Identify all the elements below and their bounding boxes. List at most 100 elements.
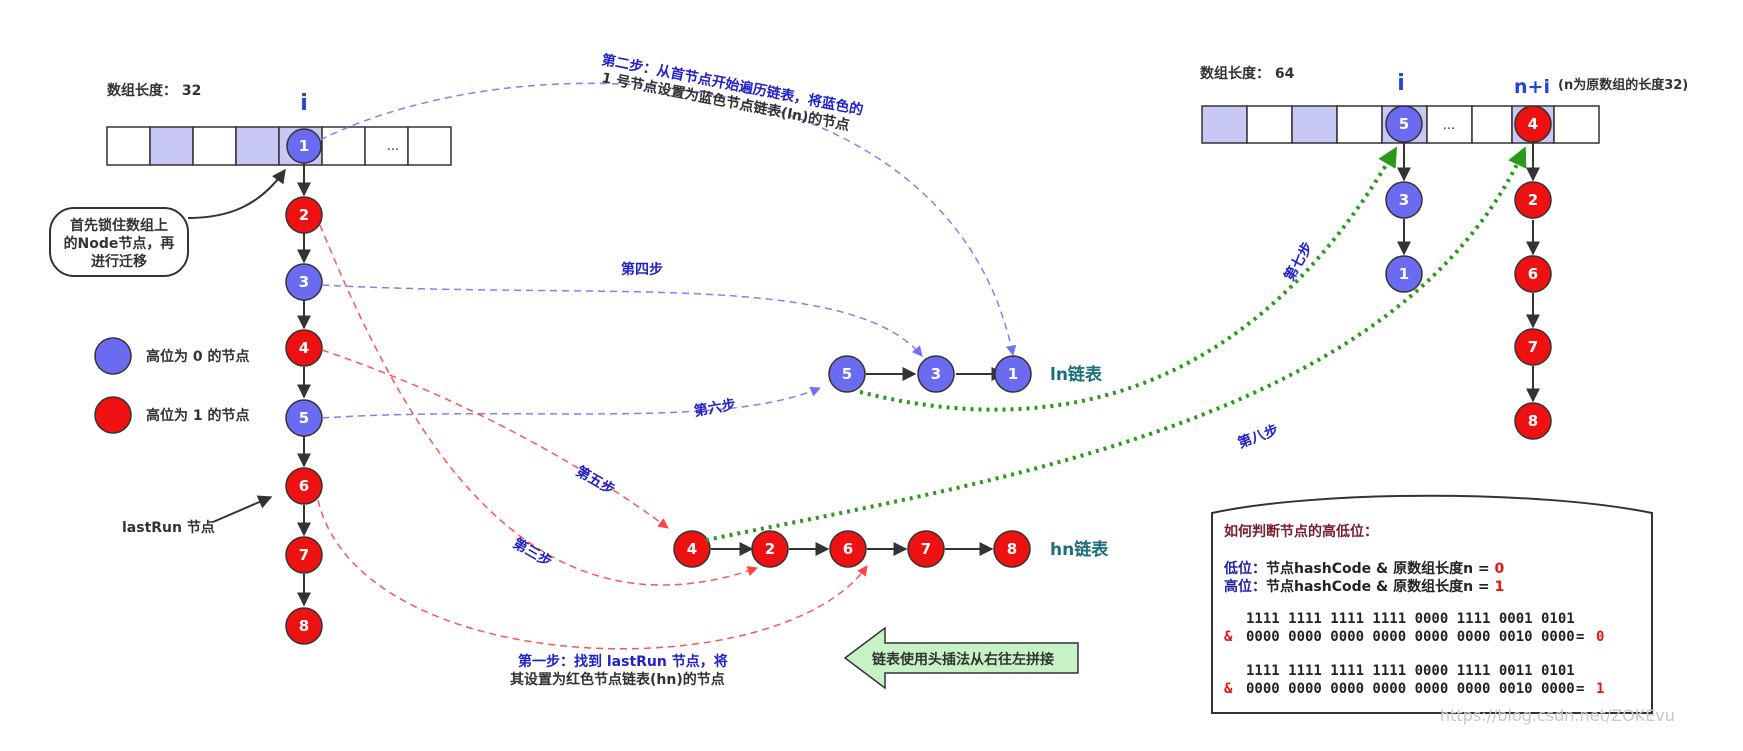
hn-node-4: 4 [673, 530, 711, 568]
callout-line-1: 首先锁住数组上 [70, 217, 168, 234]
step1-curve [317, 499, 868, 650]
callout-line-2: 的Node节点，再 [64, 235, 175, 252]
left-array-cell-highlight [149, 126, 194, 166]
right-array-cell [1426, 105, 1473, 144]
right-array: ... [1201, 105, 1600, 144]
high-node-2: 2 [1514, 181, 1552, 219]
step3-label: 第三步 [510, 535, 555, 571]
legend-red-swatch [94, 396, 132, 434]
head-insert-arrow: 链表使用头插法从右往左拼接 [843, 626, 1079, 690]
hn-node-8: 8 [993, 530, 1031, 568]
svg-text:4: 4 [1528, 115, 1538, 133]
ln-list-label: ln链表 [1050, 364, 1103, 385]
left-array-dots: ... [387, 139, 399, 154]
chain-node-7: 7 [285, 536, 323, 574]
right-array-cell-highlight [1291, 105, 1338, 144]
step7-curve [859, 146, 1398, 412]
svg-text:6: 6 [843, 540, 853, 558]
svg-text:2: 2 [299, 206, 309, 224]
step5-label: 第五步 [573, 463, 618, 499]
high-node-6: 6 [1514, 255, 1552, 293]
step1-label-line2: 其设置为红色节点链表(hn)的节点 [510, 671, 725, 688]
right-array-cell [1336, 105, 1383, 144]
low-node-1: 1 [1385, 255, 1423, 293]
ln-node-5: 5 [828, 355, 866, 393]
hn-node-2: 2 [751, 530, 789, 568]
svg-text:1: 1 [1399, 265, 1409, 283]
left-array-cell [106, 126, 151, 166]
hn-list: 4 2 6 7 8 hn链表 [673, 530, 1109, 568]
step1-label-line1: 第一步：找到 lastRun 节点，将 [518, 653, 728, 670]
high-node-4: 4 [1514, 105, 1552, 143]
new-high-chain: 4 2 6 7 8 [1514, 105, 1552, 440]
step7-label: 第七步 [1281, 239, 1317, 284]
right-array-index-i: i [1397, 71, 1405, 96]
left-array-cell [407, 126, 452, 166]
original-chain: 1 2 3 4 5 6 7 8 [285, 128, 323, 645]
lastrun-label: lastRun 节点 [122, 519, 215, 536]
step8-curve [705, 146, 1527, 542]
svg-text:5: 5 [842, 365, 852, 383]
info-example2-amp: & [1224, 681, 1233, 697]
left-array-cell [192, 126, 237, 166]
ln-node-3: 3 [917, 355, 955, 393]
ln-list: 5 3 1 ln链表 [828, 355, 1103, 393]
svg-text:7: 7 [1528, 338, 1538, 356]
svg-text:3: 3 [299, 273, 309, 291]
svg-text:3: 3 [1399, 191, 1409, 209]
step4-label: 第四步 [621, 261, 663, 278]
chain-node-2: 2 [285, 196, 323, 234]
svg-text:1: 1 [1008, 365, 1018, 383]
info-example2-line1: 1111 1111 1111 1111 0000 1111 0011 0101 [1246, 663, 1575, 679]
chain-node-6: 6 [285, 467, 323, 505]
svg-text:8: 8 [299, 617, 309, 635]
svg-text:8: 8 [1007, 540, 1017, 558]
high-node-8: 8 [1514, 402, 1552, 440]
svg-text:2: 2 [1528, 191, 1538, 209]
step5-curve [321, 349, 669, 529]
right-array-cell [1471, 105, 1513, 144]
info-example1-result: 0 [1596, 629, 1604, 645]
low-node-5: 5 [1385, 105, 1423, 143]
svg-text:6: 6 [299, 477, 309, 495]
info-example1-line2: 0000 0000 0000 0000 0000 0000 0010 0000 [1246, 629, 1575, 645]
head-insert-label: 链表使用头插法从右往左拼接 [872, 651, 1054, 668]
svg-text:7: 7 [921, 540, 931, 558]
info-example1-line1: 1111 1111 1111 1111 0000 1111 0001 0101 [1246, 611, 1575, 627]
step6-curve [321, 386, 821, 419]
step4-curve [321, 284, 923, 357]
step8-label: 第八步 [1236, 421, 1281, 451]
callout-line-3: 进行迁移 [91, 253, 147, 270]
chain-node-3: 3 [285, 263, 323, 301]
lastrun-marker: lastRun 节点 [122, 495, 273, 536]
hn-node-6: 6 [829, 530, 867, 568]
info-high-line: 高位：节点hashCode & 原数组长度n = 1 [1224, 578, 1504, 595]
left-array-length-label: 数组长度： 32 [107, 82, 201, 99]
chain-node-4: 4 [285, 329, 323, 367]
new-low-chain: 5 3 1 [1385, 105, 1423, 293]
svg-text:5: 5 [299, 409, 309, 427]
low-node-3: 3 [1385, 181, 1423, 219]
svg-text:4: 4 [687, 540, 697, 558]
left-array-cell [321, 126, 366, 166]
legend-blue-swatch [94, 337, 132, 375]
chain-node-1: 1 [286, 128, 322, 164]
svg-text:5: 5 [1399, 115, 1409, 133]
ln-node-1: 1 [994, 355, 1032, 393]
svg-text:8: 8 [1528, 412, 1538, 430]
svg-text:6: 6 [1528, 265, 1538, 283]
svg-text:4: 4 [299, 339, 309, 357]
legend-blue-label: 高位为 0 的节点 [146, 348, 250, 365]
right-array-cell-highlight [1201, 105, 1248, 144]
right-array-length-label: 数组长度： 64 [1200, 65, 1295, 82]
chain-node-5: 5 [285, 399, 323, 437]
info-example2-eq: = [1576, 681, 1584, 697]
right-array-dots: ... [1443, 118, 1455, 133]
svg-text:1: 1 [299, 137, 309, 155]
legend: 高位为 0 的节点 高位为 1 的节点 [94, 337, 250, 434]
high-node-7: 7 [1514, 328, 1552, 366]
hn-list-label: hn链表 [1050, 539, 1109, 560]
info-example2-result: 1 [1596, 681, 1604, 697]
hn-node-7: 7 [907, 530, 945, 568]
right-array-ni-note: (n为原数组的长度32) [1558, 77, 1688, 93]
